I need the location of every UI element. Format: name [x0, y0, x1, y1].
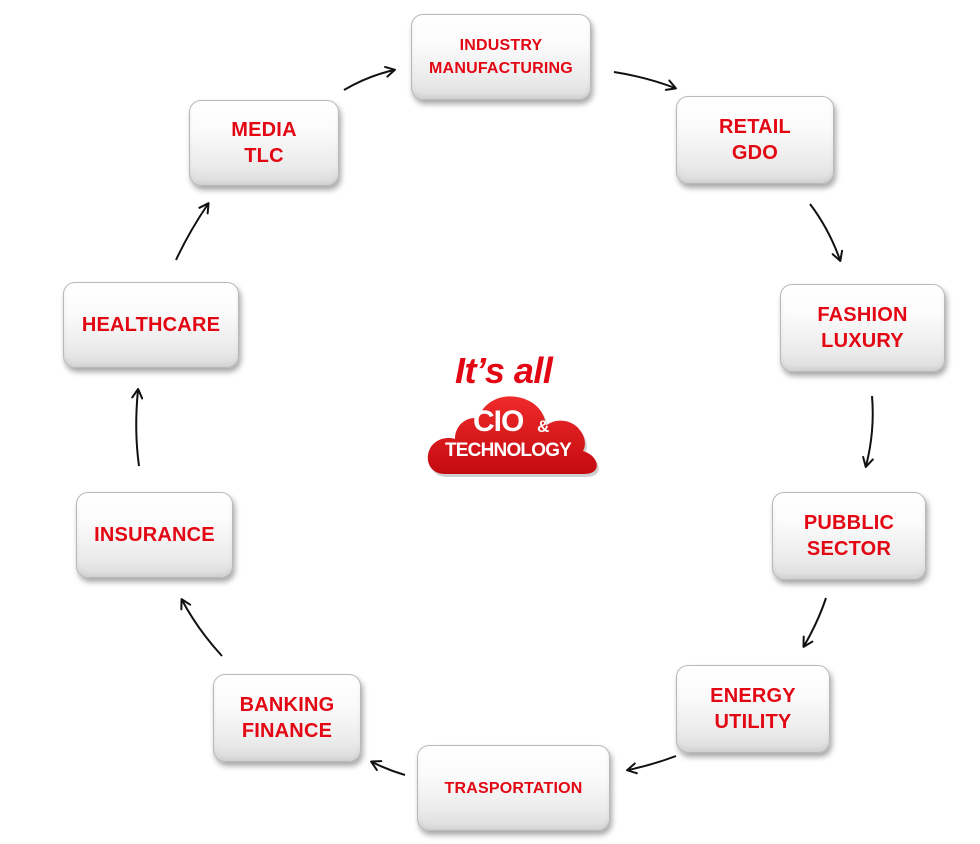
logo-cio-text: CIO: [473, 405, 524, 438]
logo-technology-text: TECHNOLOGY: [445, 440, 572, 461]
arrow-media-to-industry: [343, 65, 396, 91]
node-retail-gdo: RETAIL GDO: [676, 96, 834, 184]
node-label-line: MEDIA: [231, 119, 297, 141]
node-label-line: FASHION: [817, 304, 908, 326]
arrow-retail-to-fashion: [809, 203, 844, 262]
node-label-line: TLC: [244, 145, 284, 167]
node-public-sector: PUBBLIC SECTOR: [772, 492, 926, 580]
node-label-line: INDUSTRY: [459, 37, 543, 54]
node-label-line: BANKING: [239, 694, 335, 716]
node-energy-utility: ENERGY UTILITY: [676, 665, 830, 753]
node-label-line: HEALTHCARE: [81, 314, 221, 336]
node-label-line: ENERGY: [710, 685, 796, 707]
node-industry-manufacturing: INDUSTRY MANUFACTURING: [411, 14, 591, 100]
cloud-icon: [427, 396, 599, 477]
node-label-line: GDO: [731, 142, 779, 164]
arrow-fashion-to-public: [862, 395, 874, 468]
node-label-line: LUXURY: [821, 330, 904, 352]
node-media-tlc: MEDIA TLC: [189, 100, 339, 186]
logo-tagline: It’s all: [455, 350, 553, 391]
node-healthcare: HEALTHCARE: [63, 282, 239, 368]
cio-technology-logo: It’s all CIO & TECHNOLOGY: [425, 350, 600, 478]
node-fashion-luxury: FASHION LUXURY: [780, 284, 945, 372]
node-label-line: RETAIL: [719, 116, 791, 138]
arrow-insurance-to-healthcare: [131, 388, 144, 467]
arrow-public-to-energy: [802, 597, 827, 648]
arrow-healthcare-to-media: [175, 202, 210, 261]
node-label-line: FINANCE: [241, 720, 333, 742]
arrow-industry-to-retail: [613, 71, 677, 91]
arrow-energy-to-transportation: [626, 755, 677, 775]
node-transportation: TRASPORTATION: [417, 745, 610, 831]
logo-ampersand: &: [537, 417, 550, 436]
arrow-transportation-to-banking: [370, 760, 406, 776]
node-insurance: INSURANCE: [76, 492, 233, 578]
arrow-banking-to-insurance: [180, 598, 223, 657]
node-label-line: SECTOR: [806, 538, 892, 560]
node-label-line: MANUFACTURING: [429, 60, 573, 77]
node-label-line: TRASPORTATION: [444, 779, 583, 797]
node-label-line: PUBBLIC: [803, 512, 895, 534]
node-label-line: UTILITY: [714, 711, 792, 733]
node-banking-finance: BANKING FINANCE: [213, 674, 361, 762]
node-label-line: INSURANCE: [94, 524, 215, 546]
